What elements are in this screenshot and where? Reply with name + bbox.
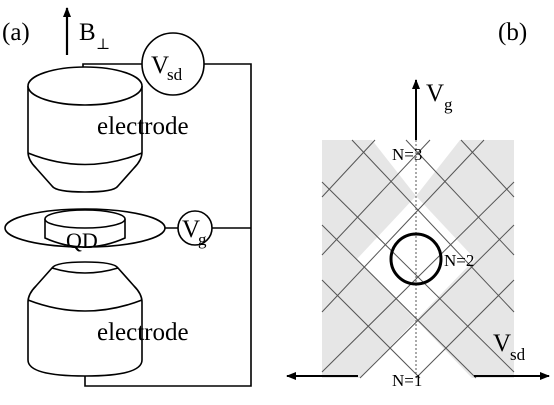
- vg-axis-sub: g: [444, 95, 453, 114]
- field-label: B: [79, 19, 96, 46]
- vg-axis: V g: [412, 79, 453, 140]
- highlight-circle: [389, 232, 443, 286]
- vsd-axis-main: V: [493, 330, 511, 357]
- panel-b-label: (b): [498, 19, 527, 46]
- vsd-axis: V sd: [286, 330, 550, 380]
- vsd-meter: V sd: [141, 32, 205, 96]
- quantum-dot: QD: [4, 208, 166, 253]
- diamond-lines: [321, 139, 515, 379]
- state-label-n3: N=3: [392, 145, 422, 164]
- state-label-n2: N=2: [444, 251, 474, 270]
- bottom-electrode-label: electrode: [97, 319, 189, 346]
- top-electrode: electrode: [27, 66, 189, 193]
- vsd-main: V: [151, 52, 169, 79]
- panel-a-label: (a): [2, 19, 30, 46]
- panel-b: (b) V: [286, 19, 550, 390]
- vg-axis-main: V: [426, 80, 444, 107]
- bottom-electrode: electrode: [27, 261, 189, 377]
- top-electrode-label: electrode: [97, 113, 189, 140]
- vg-main: V: [182, 216, 200, 243]
- dot-label: QD: [66, 228, 98, 253]
- field-subscript: ⊥: [96, 37, 110, 53]
- vg-meter: V g: [177, 210, 213, 249]
- vg-sub: g: [198, 230, 207, 249]
- panel-a: (a) B ⊥ electrode QD: [2, 7, 252, 387]
- state-label-n1: N=1: [392, 371, 422, 390]
- magnetic-field-arrow: B ⊥: [63, 7, 110, 55]
- vsd-axis-sub: sd: [510, 345, 526, 364]
- vsd-sub: sd: [167, 65, 183, 84]
